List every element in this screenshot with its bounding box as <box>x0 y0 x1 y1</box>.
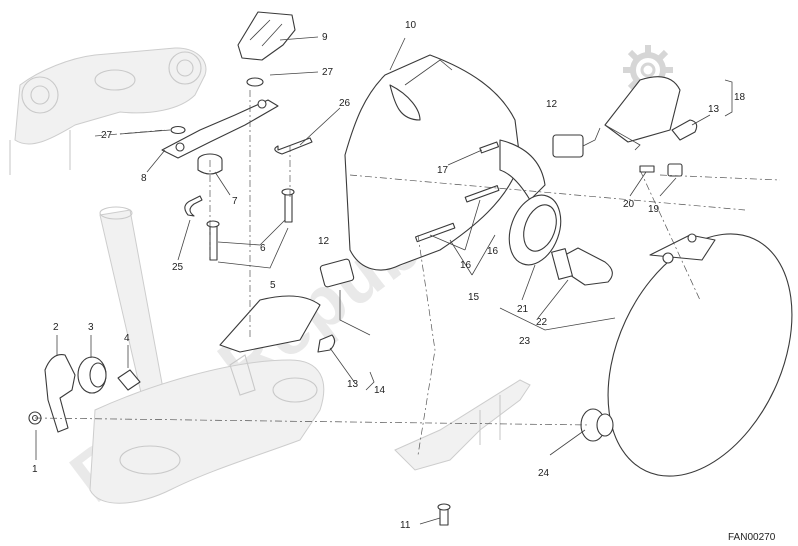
part-20-screw <box>639 165 655 173</box>
callout-20: 20 <box>623 199 635 210</box>
callout-27b: 27 <box>322 67 334 78</box>
callout-27a: 27 <box>101 130 113 141</box>
callout-24: 24 <box>538 468 550 479</box>
part-24-grommet <box>580 408 614 442</box>
callout-17: 17 <box>437 165 449 176</box>
upper-triple-clamp-ghost <box>9 47 207 175</box>
diagram-code: FAN00270 <box>728 532 776 543</box>
callout-16b: 16 <box>487 246 499 257</box>
assembly-center-lines <box>34 90 781 456</box>
callout-11: 11 <box>400 520 411 531</box>
callout-3: 3 <box>88 322 94 333</box>
part-2-bracket <box>44 354 76 433</box>
callout-9: 9 <box>322 32 328 43</box>
part-4-nut <box>117 369 141 391</box>
part-3-grommet <box>77 356 107 394</box>
part-11-screw <box>437 503 451 526</box>
callout-4: 4 <box>124 333 130 344</box>
part-13-bulb-a <box>671 119 698 141</box>
callout-14: 14 <box>374 385 386 396</box>
part-27-washer-b <box>246 77 264 87</box>
part-14-turn-signal <box>219 295 336 353</box>
callout-23: 23 <box>519 336 531 347</box>
callout-19: 19 <box>648 204 660 215</box>
part-25-clip <box>184 195 203 217</box>
part-10-headlight-housing <box>344 54 546 271</box>
part-26-spring-clip <box>274 137 313 155</box>
callout-21: 21 <box>517 304 529 315</box>
callout-16a: 16 <box>460 260 472 271</box>
part-22-bulb <box>551 247 613 286</box>
headlight-lens <box>607 233 793 477</box>
part-12-socket-a <box>552 127 601 158</box>
part-8-mounting-plate <box>161 99 279 159</box>
lower-triple-clamp-ghost <box>89 354 325 504</box>
callout-12a: 12 <box>546 99 558 110</box>
headlight-support-bracket <box>394 379 531 471</box>
callout-26: 26 <box>339 98 351 109</box>
callout-2: 2 <box>53 322 59 333</box>
callout-8: 8 <box>141 173 147 184</box>
callout-5: 5 <box>270 280 276 291</box>
callout-10: 10 <box>405 20 417 31</box>
callout-leaders <box>35 36 733 525</box>
callout-13b: 13 <box>347 379 359 390</box>
callout-13a: 13 <box>708 104 720 115</box>
part-18-turn-signal <box>604 76 681 151</box>
callout-25: 25 <box>172 262 184 273</box>
callout-1: 1 <box>32 464 38 475</box>
callout-22: 22 <box>536 317 548 328</box>
callout-15: 15 <box>468 292 480 303</box>
part-27-washer-a <box>170 125 186 135</box>
callout-7: 7 <box>232 196 238 207</box>
callout-18: 18 <box>734 92 746 103</box>
part-12-socket-b <box>319 258 371 336</box>
part-16-screws <box>414 185 500 243</box>
callout-6: 6 <box>260 243 266 254</box>
callout-numbers: 1 2 3 4 5 6 7 8 9 10 11 12 12 13 13 14 1… <box>32 20 746 531</box>
callout-12b: 12 <box>318 236 330 247</box>
part-9-bracket <box>237 11 296 61</box>
part-19-nut <box>667 163 683 177</box>
part-21-bulb-ring <box>508 194 562 266</box>
